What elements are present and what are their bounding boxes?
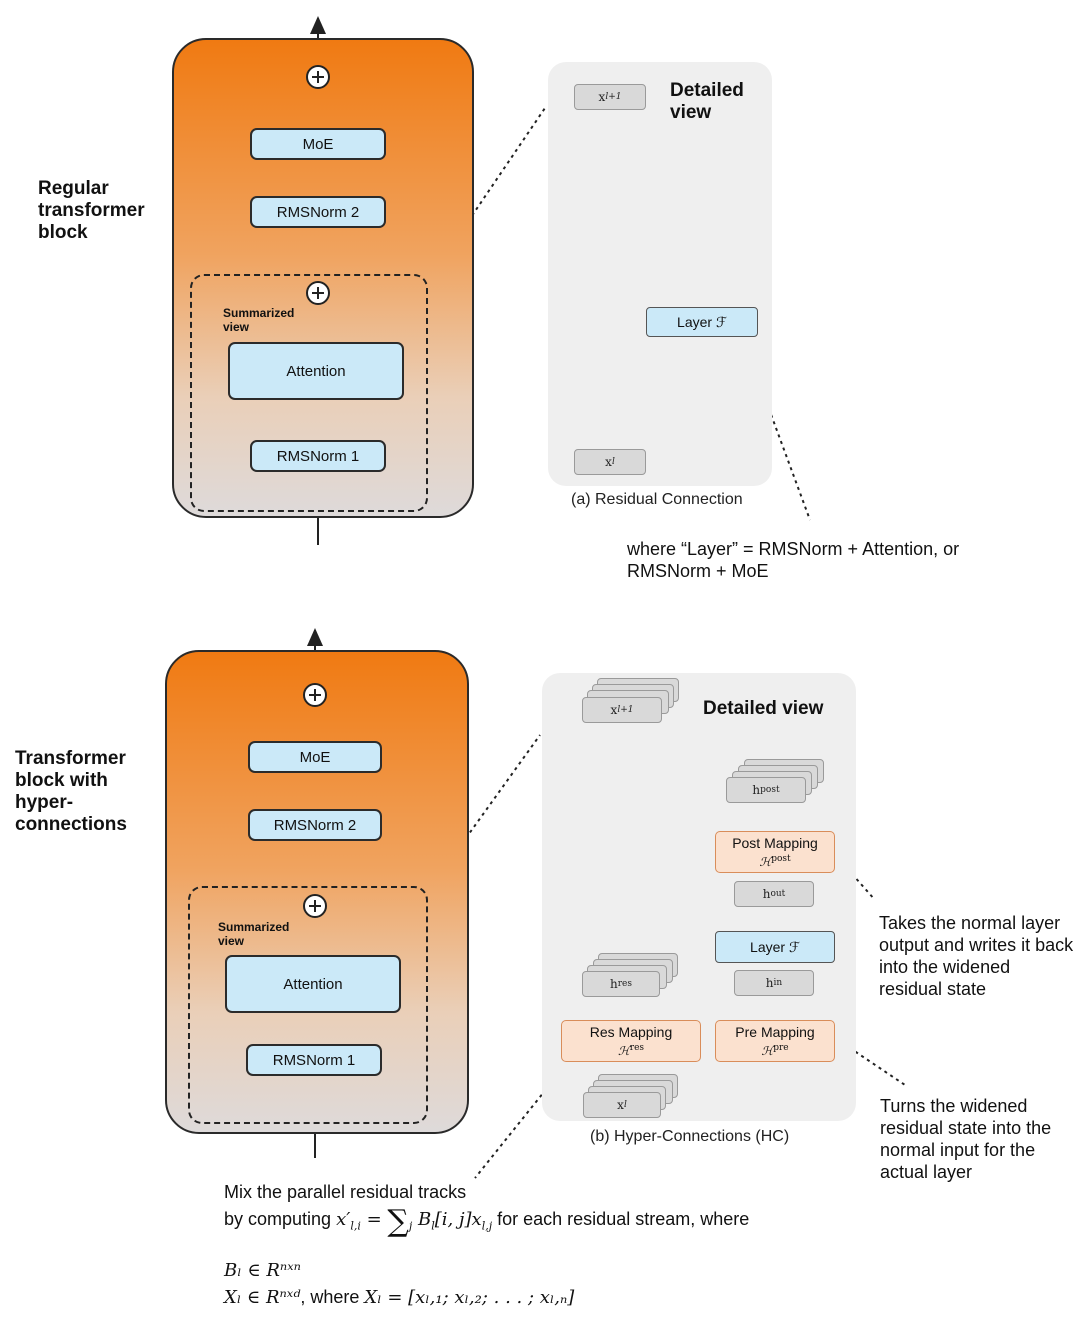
- res-mapping-symbol: ℋ: [617, 1043, 630, 1058]
- plus-icon: [306, 65, 330, 89]
- side-title-hyper: Transformer block with hyper-connections: [15, 748, 127, 835]
- formula-b: Bₗ ∈ Rⁿˣⁿ: [224, 1260, 301, 1281]
- moe-box: MoE: [248, 741, 382, 773]
- summarized-view-label: Summarized view: [223, 306, 295, 334]
- rmsnorm2-box: RMSNorm 2: [248, 809, 382, 841]
- h-in-label: h: [765, 976, 774, 990]
- formula-x-line: Xₗ ∈ Rⁿˣᵈ, where Xₗ = [xₗ,₁; xₗ,₂; . . .…: [224, 1286, 574, 1309]
- post-mapping-sup: post: [771, 853, 791, 864]
- detail-panel-residual: [548, 62, 772, 486]
- x-next-label: x: [598, 90, 606, 104]
- h-res-sup: res: [617, 979, 632, 989]
- x-next-sub: l+1: [617, 705, 634, 715]
- post-mapping-box: Post Mapping ℋpost: [715, 831, 835, 873]
- h-out-label: h: [762, 887, 771, 901]
- res-mapping-sup: res: [629, 1042, 645, 1053]
- hc-caption: (b) Hyper-Connections (HC): [590, 1128, 790, 1145]
- mix-line-1: Mix the parallel residual tracks: [224, 1182, 467, 1202]
- x-current-sub: l: [623, 1100, 627, 1110]
- h-post-label: h: [752, 783, 761, 797]
- summarized-region: [188, 886, 428, 1124]
- layer-box: Layer ℱ: [715, 931, 835, 963]
- post-mapping-symbol: ℋ: [759, 854, 772, 869]
- side-title-regular: Regular transformer block: [38, 178, 145, 243]
- h-res-label: h: [610, 977, 618, 991]
- plus-icon: [303, 894, 327, 918]
- x-current-sub: l: [611, 457, 615, 467]
- pre-mapping-box: Pre Mapping ℋpre: [715, 1020, 835, 1062]
- h-out-sup: out: [770, 889, 786, 899]
- mix-line-2-suffix: for each residual stream, where: [492, 1209, 750, 1229]
- mix-formula: x′l,i = ∑j Bl[i, j]xl,j: [336, 1204, 493, 1239]
- detail-view-title: Detailed view: [703, 698, 824, 719]
- rmsnorm1-box: RMSNorm 1: [250, 440, 386, 472]
- res-mapping-box: Res Mapping ℋres: [561, 1020, 701, 1062]
- rmsnorm2-box: RMSNorm 2: [250, 196, 386, 228]
- formula-x-domain: Xₗ ∈ Rⁿˣᵈ: [224, 1287, 301, 1308]
- detail-view-title: Detailed view: [670, 80, 744, 123]
- plus-icon: [303, 683, 327, 707]
- attention-box: Attention: [225, 955, 401, 1013]
- layer-definition-note: where “Layer” = RMSNorm + Attention, or …: [627, 539, 960, 581]
- res-mapping-label: Res Mapping: [589, 1023, 673, 1040]
- pre-mapping-note: Turns the widened residual state into th…: [880, 1096, 1052, 1182]
- residual-caption: (a) Residual Connection: [571, 491, 743, 508]
- x-current-label: x: [605, 455, 612, 469]
- x-current-label: x: [617, 1098, 624, 1112]
- moe-box: MoE: [250, 128, 386, 160]
- formula-x-def: Xₗ = [xₗ,₁; xₗ,₂; . . . ; xₗ,ₙ]: [364, 1287, 575, 1308]
- pre-mapping-sup: pre: [773, 1042, 789, 1053]
- mix-line-2-prefix: by computing: [224, 1209, 337, 1229]
- h-in-sup: in: [773, 978, 783, 988]
- rmsnorm1-box: RMSNorm 1: [246, 1044, 382, 1076]
- pre-mapping-symbol: ℋ: [761, 1043, 774, 1058]
- mix-line-2: by computing x′l,i = ∑j Bl[i, j]xl,j for…: [224, 1204, 750, 1239]
- h-post-sup: post: [760, 785, 780, 795]
- attention-box: Attention: [228, 342, 404, 400]
- pre-mapping-label: Pre Mapping: [735, 1023, 815, 1040]
- summarized-view-label: Summarized view: [218, 920, 290, 948]
- formula-x-where: , where: [300, 1287, 365, 1307]
- plus-icon: [306, 281, 330, 305]
- post-mapping-label: Post Mapping: [732, 834, 818, 851]
- post-mapping-note: Takes the normal layer output and writes…: [879, 913, 1074, 999]
- x-next-sub: l+1: [605, 92, 622, 102]
- layer-box: Layer ℱ: [646, 307, 758, 337]
- x-next-label: x: [610, 703, 618, 717]
- summarized-region: [190, 274, 428, 512]
